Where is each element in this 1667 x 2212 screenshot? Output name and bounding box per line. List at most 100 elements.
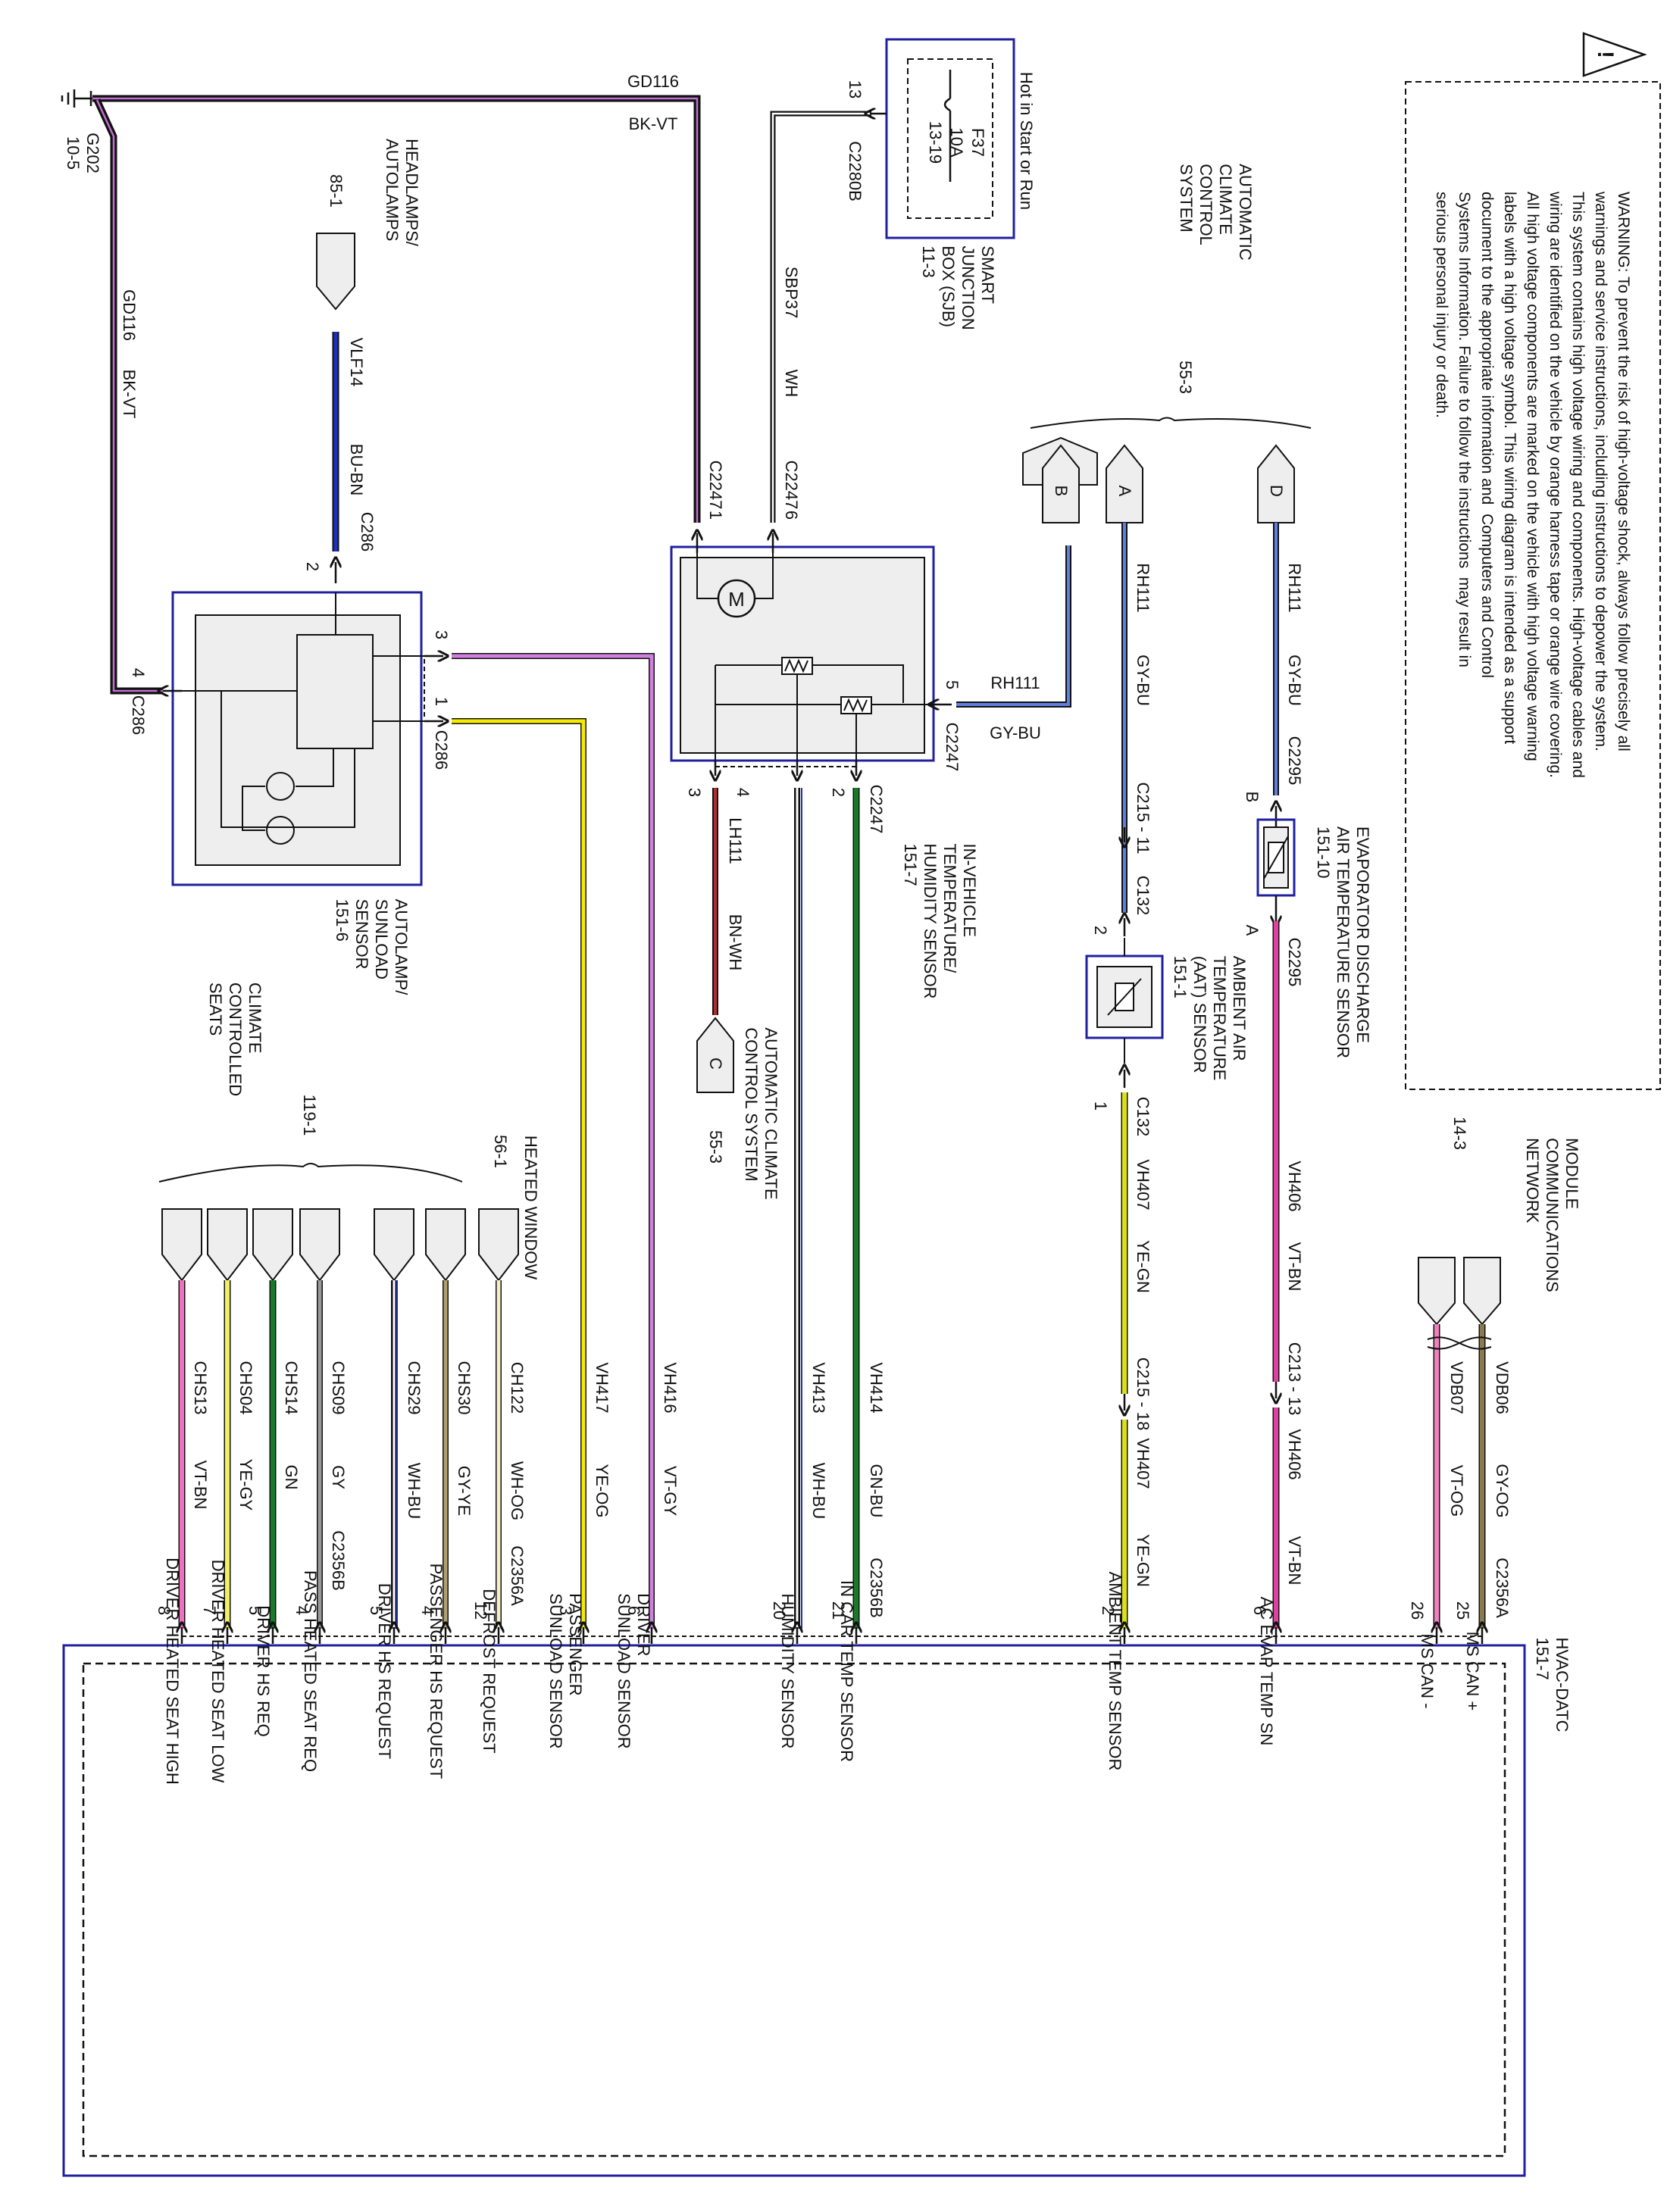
sbp37-color: WH — [782, 369, 801, 398]
signal-driver-high: DRIVER HEATED SEAT HIGH — [163, 1557, 182, 1785]
ch122-circuit: CH122 — [508, 1361, 527, 1414]
heated-window-title: HEATED WINDOW — [521, 1135, 540, 1280]
vdb06-color: GY-OG — [1493, 1464, 1512, 1518]
vh414-color: GN-BU — [867, 1464, 886, 1518]
c286-pin4: 4 — [129, 667, 148, 678]
signal-in-car: IN CAR TEMP SENSOR — [837, 1579, 856, 1763]
vdb06-circuit: VDB06 — [1493, 1361, 1512, 1414]
c286-pin1: 1 — [432, 696, 451, 707]
vh417-circuit: VH417 — [593, 1362, 611, 1414]
signal-pass-sunload: PASSENGER SUNLOAD SENSOR — [546, 1593, 585, 1749]
rh111-a-color: GY-BU — [1134, 655, 1153, 706]
wire-rh111-b — [956, 545, 1071, 708]
mcn-connector-1 — [1418, 1257, 1456, 1326]
rh111-a-circuit: RH111 — [1134, 563, 1153, 613]
c2247-right: C2247 — [943, 722, 962, 772]
warning-triangle-icon — [1582, 32, 1647, 77]
acc-system2-title: AUTOMATIC CLIMATE CONTROL SYSTEM — [742, 1027, 780, 1200]
chs30-color: GY-YE — [455, 1465, 474, 1517]
chs14-circuit: CHS14 — [282, 1361, 301, 1415]
vh407b-circuit: VH407 — [1134, 1438, 1153, 1489]
climate-seats-title: CLIMATE CONTROLLED SEATS — [206, 982, 264, 1097]
headlamps-title: HEADLAMPS/ AUTOLAMPS — [383, 139, 421, 246]
acc-system-ref: 55-3 — [1176, 360, 1195, 395]
chs14-color: GN — [282, 1464, 301, 1490]
chs04-circuit: CHS04 — [236, 1361, 255, 1415]
seat-connectors — [161, 1208, 519, 1282]
sjb-connector: C2280B — [846, 141, 865, 202]
c2356a-seat: C2356A — [508, 1545, 527, 1606]
c2295-bottom: C2295 — [1285, 937, 1304, 987]
wire-vh416 — [452, 653, 655, 1629]
sjb-fuse: F37 — [968, 128, 987, 157]
ground-name: G202 — [83, 133, 102, 173]
c2247-pin6-conn: C2247 — [782, 460, 801, 510]
vh414-circuit: VH414 — [867, 1362, 886, 1414]
evap-pin-a: A — [1243, 924, 1262, 936]
aat-pin2: 2 — [1091, 925, 1110, 936]
signal-ms-can-plus: MS CAN + — [1463, 1631, 1482, 1711]
climate-seats-ref: 119-1 — [300, 1094, 319, 1136]
photo-diode-icon — [266, 816, 295, 845]
ground-ref: 10-5 — [64, 136, 83, 170]
rh111-b-circuit: RH111 — [990, 673, 1040, 692]
vh406b-color: VT-BN — [1285, 1536, 1304, 1586]
c2247-pin4: 4 — [733, 787, 752, 798]
vh407a-color: YE-GN — [1134, 1240, 1153, 1293]
evap-pin-b: B — [1243, 791, 1262, 803]
sjb-amps: 10A — [947, 127, 966, 158]
mcn-connector-2 — [1463, 1257, 1501, 1326]
mcn-ref: 14-3 — [1450, 1116, 1469, 1151]
fuse-icon — [943, 70, 952, 182]
brace — [158, 1163, 463, 1183]
signal-pass-heated: PASS HEATED SEAT REQ — [301, 1570, 320, 1773]
chs13-circuit: CHS13 — [191, 1361, 210, 1415]
warning-symbol: ! — [1593, 51, 1618, 58]
offpage-b-label: B — [1052, 485, 1071, 497]
rh111-b-color: GY-BU — [990, 723, 1041, 742]
acc-system-title: AUTOMATIC CLIMATE CONTROL SYSTEM — [1177, 164, 1255, 261]
vdb07-color: VT-OG — [1447, 1464, 1466, 1517]
signal-driver-hs-req: DRIVER HS REQ — [254, 1605, 273, 1737]
signal-driver-low: DRIVER HEATED SEAT LOW — [208, 1559, 227, 1783]
gd116-top-circuit: GD116 — [627, 72, 680, 91]
wire-vh413 — [794, 788, 802, 1629]
c286-left: C286 — [129, 695, 148, 736]
vh406b-circuit: VH406 — [1285, 1429, 1304, 1480]
rh111-d-color: GY-BU — [1285, 655, 1304, 706]
signal-ac-evap: AC EVAP TEMP SN — [1257, 1596, 1276, 1746]
c2356b-seat: C2356B — [329, 1530, 348, 1591]
aat-title: AMBIENT AIR TEMPERATURE (AAT) SENSOR 151… — [1171, 955, 1249, 1081]
c2247-bottom: C2247 — [867, 784, 886, 834]
sjb-title: SMART JUNCTION BOX (SJB) 11-3 — [919, 245, 997, 330]
c286-pin3: 3 — [432, 630, 451, 640]
vlf14-color: BU-BN — [347, 443, 366, 496]
vh417-color: YE-OG — [593, 1464, 611, 1518]
c2356b-mid: C2356B — [867, 1557, 886, 1618]
ch122-color: WH-OG — [508, 1461, 527, 1521]
sjb-box — [885, 38, 1015, 239]
chs29-circuit: CHS29 — [405, 1361, 424, 1415]
c2247-pin3: 3 — [685, 787, 704, 798]
mcn-pin26: 26 — [1408, 1601, 1427, 1620]
brace — [1030, 417, 1312, 429]
svg-text:M: M — [728, 588, 745, 611]
c2247-pin5: 5 — [943, 680, 962, 690]
mcn-pin25: 25 — [1453, 1601, 1472, 1620]
warning-box — [1405, 81, 1661, 1090]
gd116-left-circuit: GD116 — [120, 289, 139, 342]
signal-pass-hs: PASSENGER HS REQUEST — [427, 1563, 446, 1779]
signal-defrost: DEFROST REQUEST — [480, 1589, 499, 1754]
wire-vh417 — [452, 718, 586, 1629]
aat-pin1: 1 — [1091, 1101, 1110, 1111]
c132-bottom: C132 — [1134, 1096, 1153, 1137]
c215-11: C215 - 11 — [1134, 782, 1153, 854]
offpage-b-shape — [1042, 444, 1080, 523]
c286-right: C286 — [432, 730, 451, 770]
vh407a-circuit: VH407 — [1134, 1159, 1153, 1211]
c2247-pin1: 1 — [706, 510, 725, 520]
vh407b-color: YE-GN — [1134, 1534, 1153, 1587]
offpage-a-label: A — [1115, 485, 1134, 497]
signal-ambient: AMBIENT TEMP SENSOR — [1106, 1571, 1124, 1771]
vh406a-color: VT-BN — [1285, 1242, 1304, 1292]
